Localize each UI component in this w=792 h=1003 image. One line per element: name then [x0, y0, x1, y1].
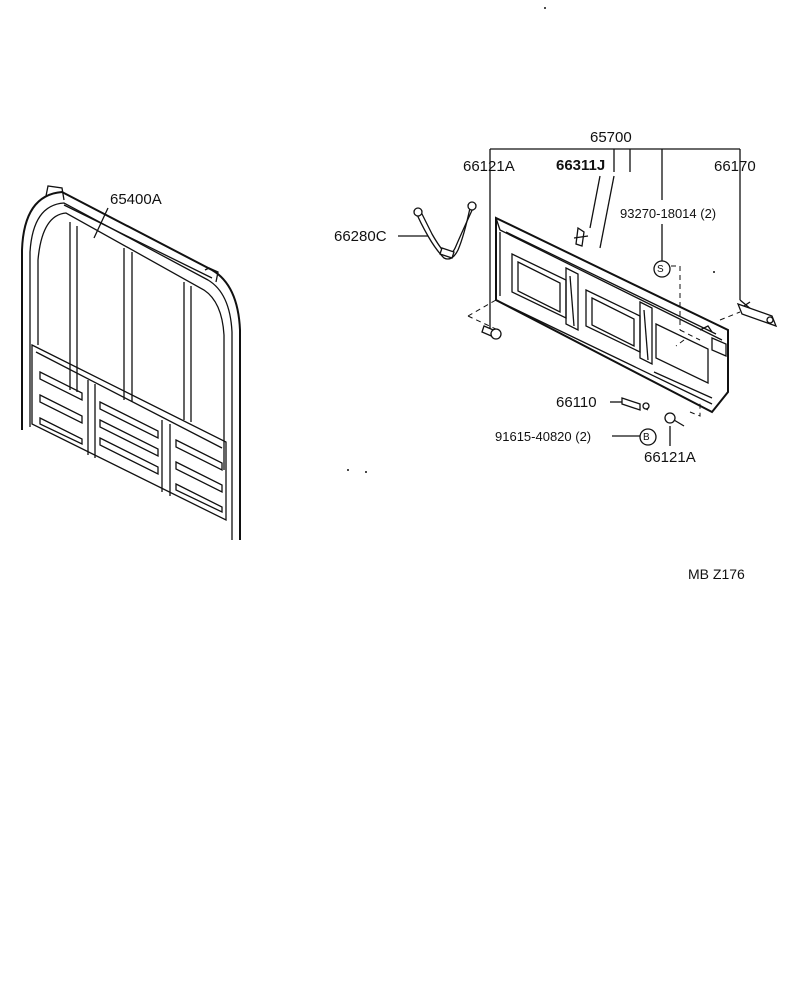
label-66280c: 66280C: [334, 228, 387, 245]
support-cable-66280c: [413, 201, 477, 260]
symbol-b-circle: [639, 428, 657, 446]
label-66110: 66110: [556, 394, 597, 411]
label-66170: 66170: [714, 158, 756, 175]
hinge-66170: [736, 301, 778, 328]
diagram-code: MB Z176: [688, 566, 745, 582]
label-65700: 65700: [590, 129, 632, 146]
label-65400a: 65400A: [110, 191, 162, 208]
cab-guard-frame: [21, 185, 241, 540]
label-66121a-bottom: 66121A: [644, 449, 696, 466]
bracket-65700: [489, 148, 741, 330]
latch-66311j: [573, 226, 589, 247]
symbol-b-label: B: [643, 432, 650, 443]
bolt-66121a-bottom: [664, 412, 685, 427]
symbol-s-circle: [653, 260, 671, 278]
label-91615: 91615-40820 (2): [495, 429, 592, 444]
symbol-s-label: S: [657, 264, 664, 275]
pin-66110: [621, 397, 650, 411]
label-93270: 93270-18014 (2): [620, 206, 717, 221]
label-66121a-top: 66121A: [463, 158, 515, 175]
leader-65400a: [93, 207, 109, 239]
bolt-66121a-top: [481, 325, 502, 340]
tailgate-panel: [495, 216, 729, 414]
label-66311j: 66311J: [556, 157, 606, 174]
dashed-lines: [467, 265, 741, 417]
